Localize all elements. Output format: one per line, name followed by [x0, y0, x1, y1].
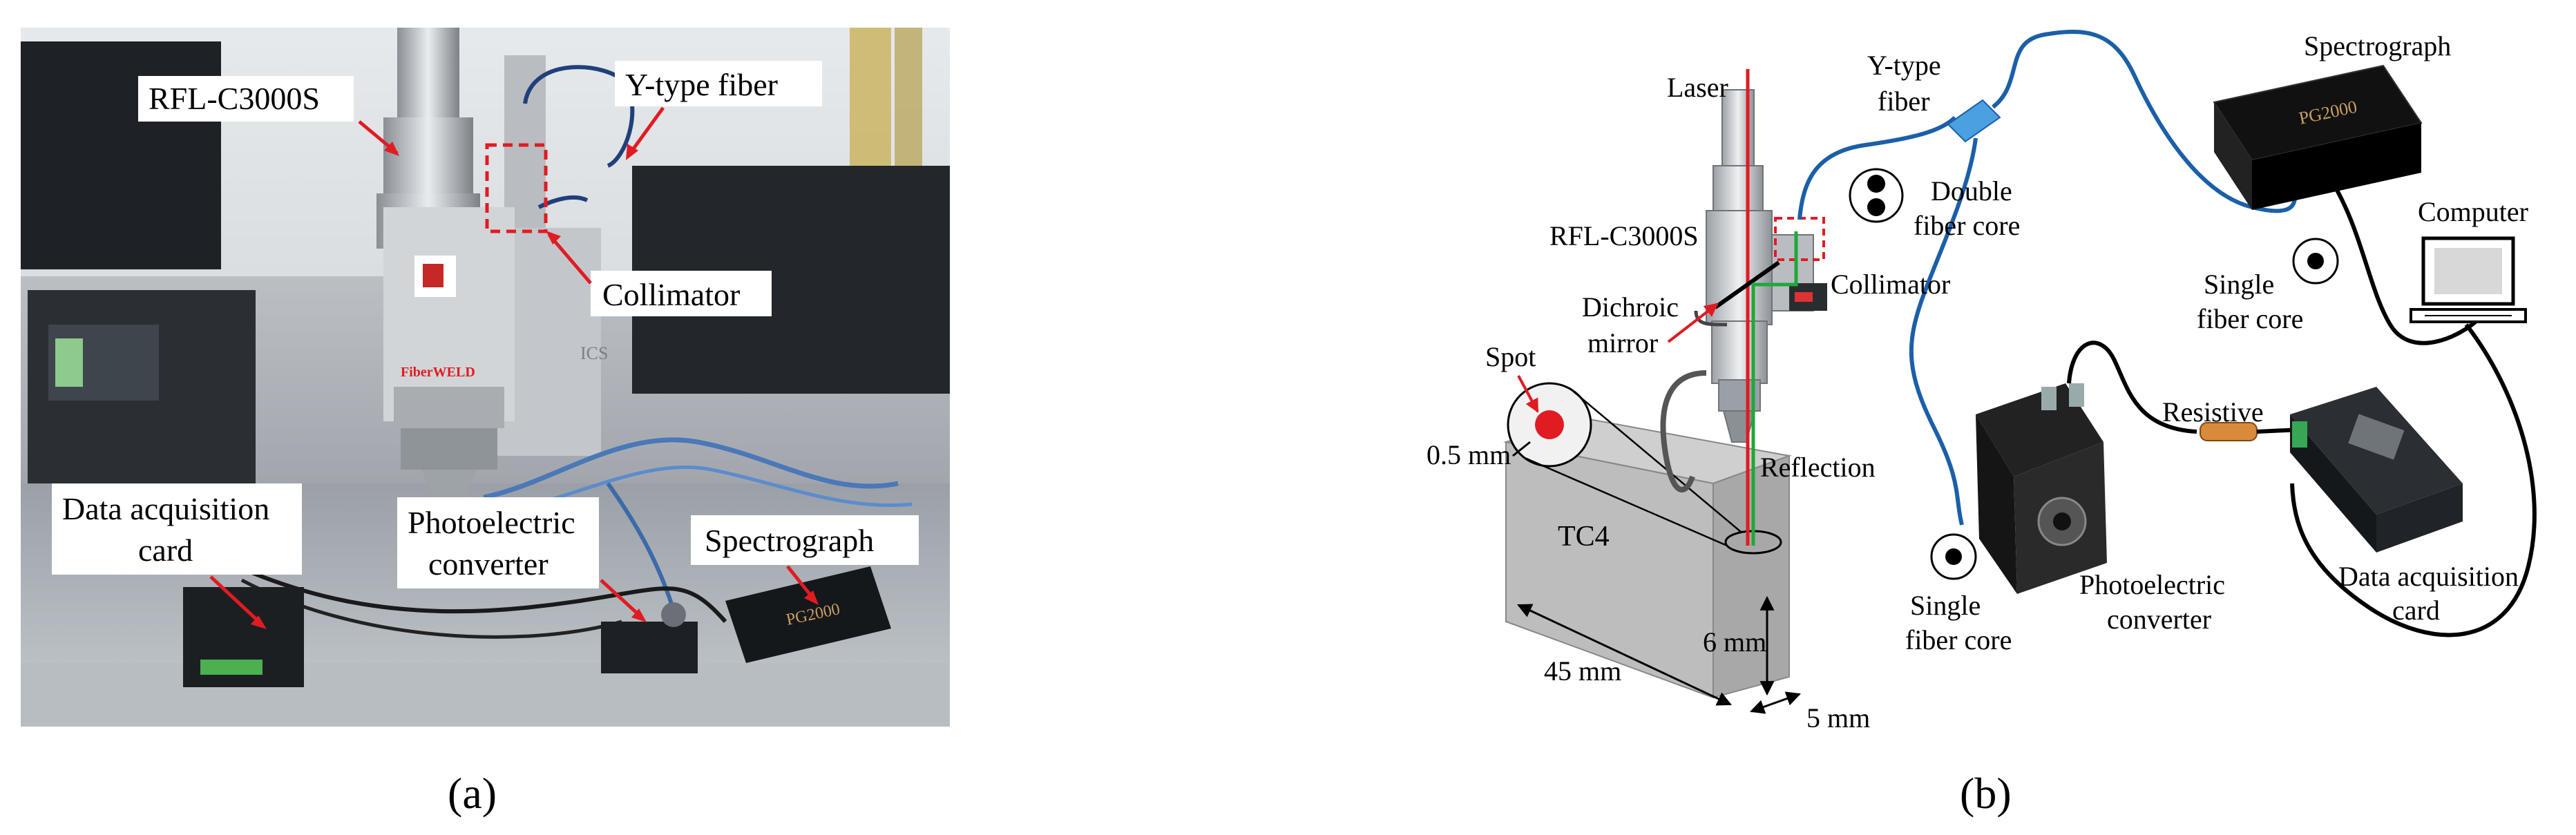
left-monitor [21, 41, 221, 269]
dichroic-label-1: Dichroic [1582, 291, 1679, 323]
photoelectric-converter-device [1976, 383, 2107, 594]
y-splitter [1947, 99, 2001, 143]
svg-text:Collimator: Collimator [602, 277, 740, 312]
single-core-bottom-label-2: fiber core [1905, 624, 2012, 655]
fiber-to-photoelectric [1909, 137, 1978, 526]
svg-text:Data acquisition: Data acquisition [62, 491, 269, 526]
spot-red-dot [1535, 410, 1564, 439]
svg-text:Photoelectric: Photoelectric [408, 505, 575, 540]
spot-size-label: 0.5 mm [1427, 439, 1511, 470]
dichroic-label-2: mirror [1587, 327, 1658, 358]
svg-text:RFL-C3000S: RFL-C3000S [149, 81, 320, 116]
laser-head-body [383, 207, 515, 421]
y-fiber-label-1: Y-type [1867, 50, 1941, 81]
y-fiber-label-2: fiber [1878, 86, 1930, 117]
resistive-component [2200, 422, 2258, 441]
double-fiber-core-icon [1849, 168, 1904, 223]
cable-spectrograph-computer [2333, 185, 2482, 345]
dim-height-label: 6 mm [1703, 626, 1766, 658]
dim-width-label: 5 mm [1806, 702, 1870, 733]
laser-head-schematic [1660, 89, 1827, 492]
reflection-beam [1751, 231, 1798, 546]
computer-label: Computer [2418, 196, 2528, 227]
single-fiber-core-icon-top [2292, 238, 2339, 285]
cable-photoelectric-resistive [2067, 340, 2197, 434]
single-core-top-label-1: Single [2204, 269, 2274, 300]
label-photoelectric-a: Photoelectric converter [397, 497, 647, 622]
workpiece-tc4: TC4 [1503, 416, 1792, 699]
double-core-label-2: fiber core [1914, 210, 2020, 241]
dichroic-mirror [1714, 260, 1780, 309]
photoelectric-label-b-2: converter [2107, 604, 2211, 635]
svg-text:Spectrograph: Spectrograph [705, 523, 874, 558]
computer-device [2410, 236, 2527, 323]
spot-on-workpiece [1724, 530, 1782, 555]
daq-card-device [2290, 387, 2463, 553]
single-core-top-label-2: fiber core [2197, 303, 2303, 334]
dim-length-line [1517, 604, 1732, 706]
resistive-label: Resistive [2162, 396, 2264, 428]
spectrograph-device: PG2000 [2213, 64, 2423, 210]
workpiece-label: TC4 [1558, 521, 1610, 553]
spectrograph-label-b: Spectrograph [2304, 30, 2451, 61]
caption-b: (b) [1960, 769, 2012, 818]
svg-text:card: card [138, 532, 193, 568]
single-core-bottom-label-1: Single [1910, 590, 1981, 621]
fiber-to-y-splitter [1797, 115, 1957, 220]
label-rfl-c3000s: RFL-C3000S [138, 76, 399, 156]
photo-plate-text: ICS [580, 343, 608, 363]
laser-head-label-b: RFL-C3000S [1549, 220, 1699, 251]
collimator-highlight-b [1774, 217, 1825, 261]
label-collimator-a: Collimator [546, 231, 772, 316]
daq-label-b-2: card [2392, 595, 2440, 626]
label-spectrograph-a: Spectrograph [691, 515, 919, 605]
single-fiber-core-icon-bottom [1930, 533, 1977, 580]
label-daq-card-a: Data acquisition card [52, 483, 302, 629]
spot-label: Spot [1485, 341, 1536, 372]
svg-text:Y-type fiber: Y-type fiber [625, 67, 778, 102]
photoelectric-label-b-1: Photoelectric [2079, 569, 2225, 600]
svg-text:converter: converter [428, 546, 548, 582]
panel-a-photo: FiberWELD PG2000 ICS RFL-C3000S Y-type f… [21, 28, 950, 818]
daq-label-b-1: Data acquisition [2338, 561, 2519, 592]
photoelectric-photo [601, 622, 698, 673]
dim-width-line [1750, 691, 1801, 714]
caption-a: (a) [448, 769, 497, 818]
spectrograph-photo [725, 566, 891, 663]
svg-text:FiberWELD: FiberWELD [401, 365, 475, 380]
fiber-to-spectrograph [1992, 30, 2298, 213]
dim-length-label: 45 mm [1544, 655, 1621, 687]
collimator-highlight-box [485, 143, 548, 233]
reflection-label: Reflection [1760, 452, 1876, 483]
cable-computer-daq [2290, 323, 2537, 637]
label-y-type-fiber: Y-type fiber [615, 61, 822, 160]
spectrograph-brand-b: PG2000 [2297, 97, 2358, 128]
spot-magnified-circle [1507, 382, 1592, 468]
laser-label: Laser [1667, 72, 1728, 103]
collimator-label-b: Collimator [1831, 269, 1950, 300]
double-core-label-1: Double [1931, 175, 2012, 207]
